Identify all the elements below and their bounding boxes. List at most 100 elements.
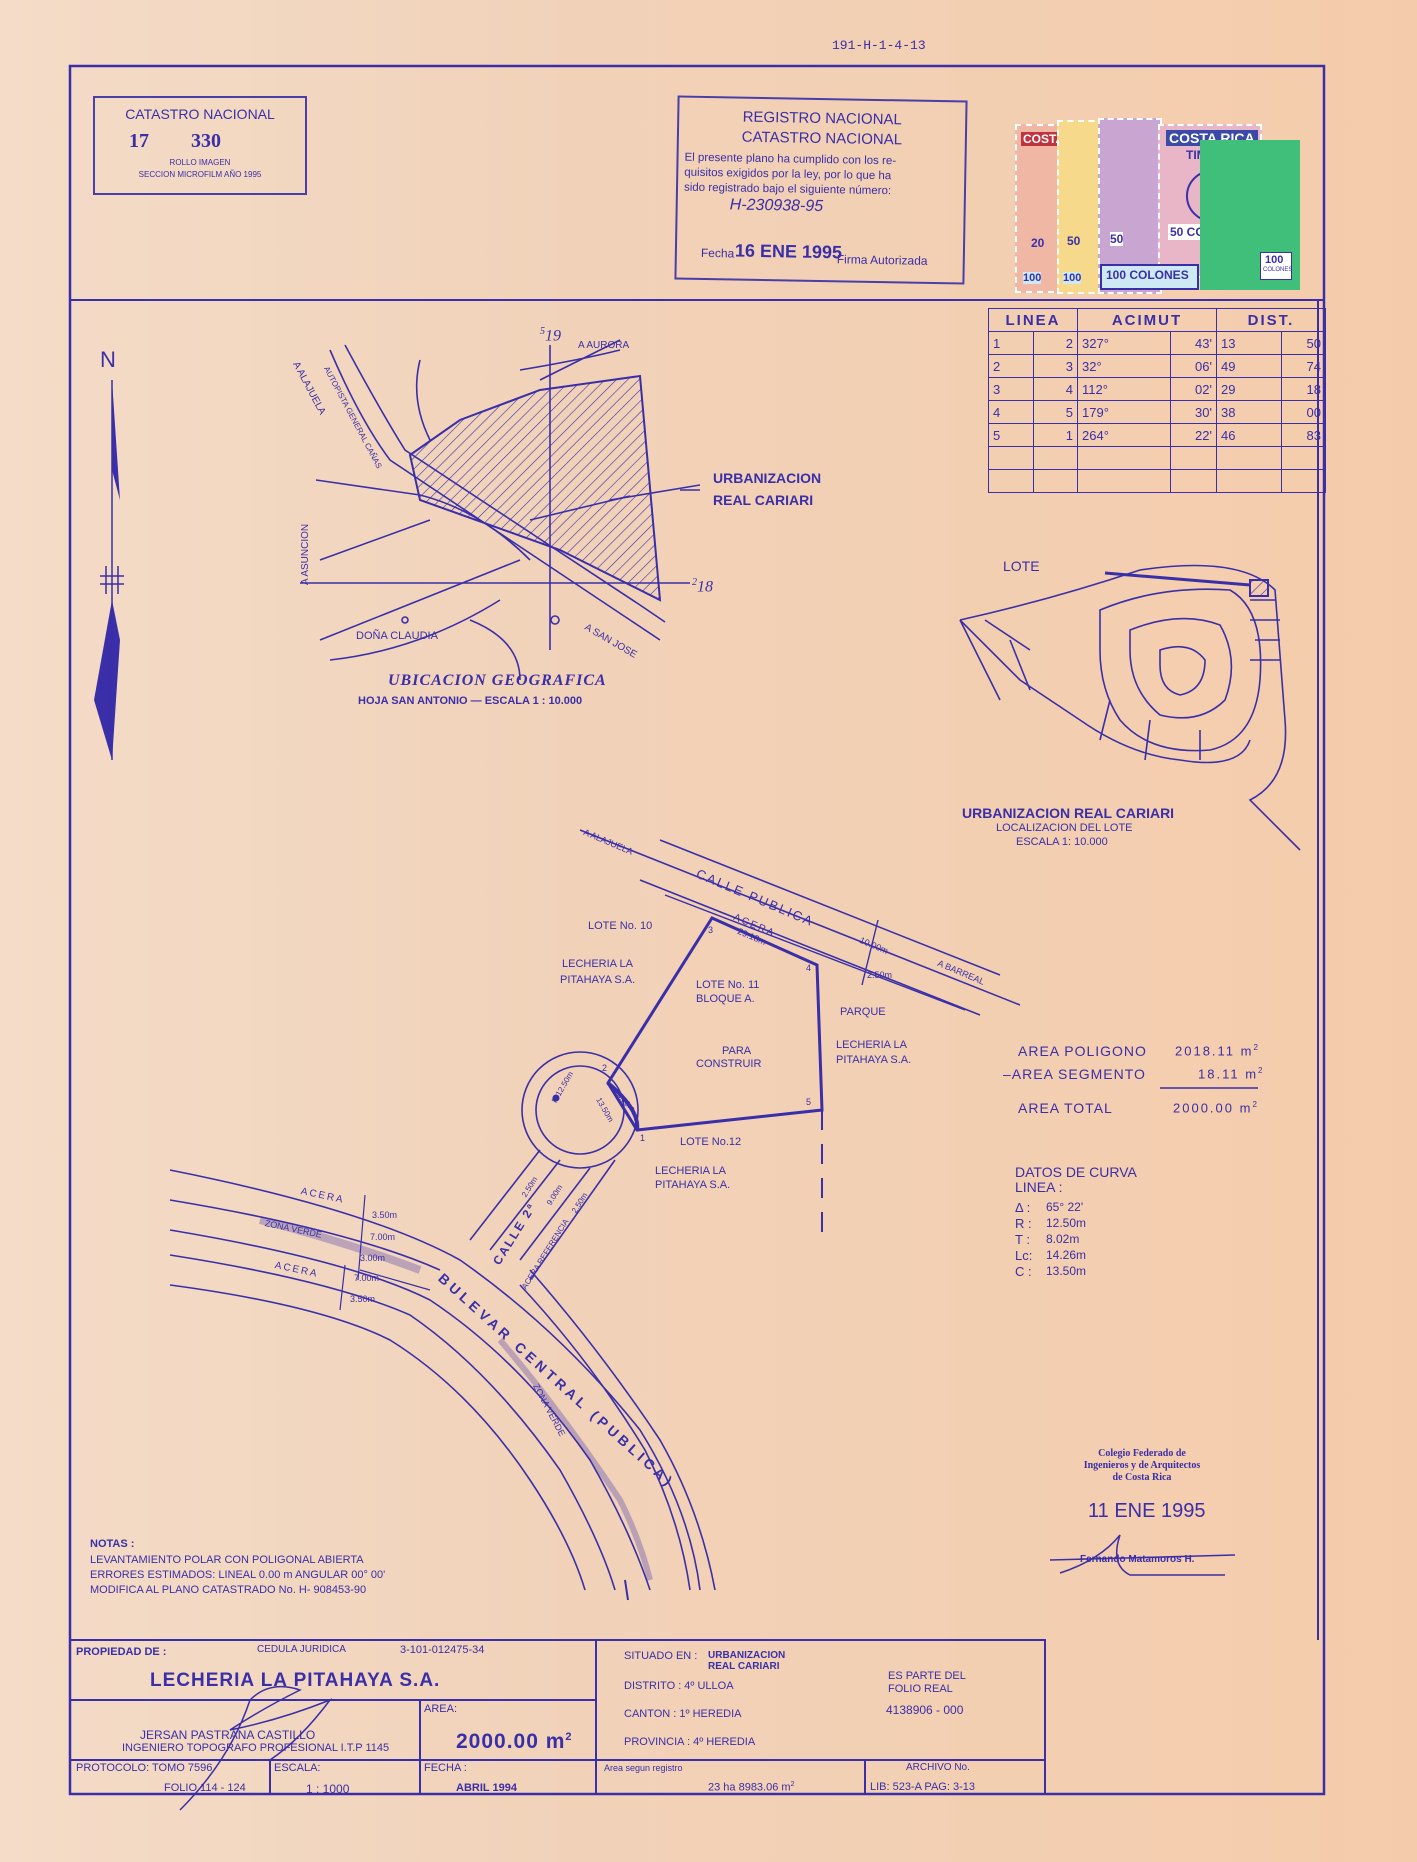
catastro-number-1: 17 (129, 130, 149, 152)
vertex-5: 5 (806, 1097, 812, 1107)
situado-2: REAL CARIARI (708, 1661, 780, 1672)
stamp-value: 50 (1110, 232, 1124, 246)
area-segmento-label: –AREA SEGMENTO (1003, 1066, 1146, 1082)
lote-map-title: URBANIZACION REAL CARIARI (962, 805, 1175, 821)
area-total: 2000.00 m2 (1173, 1100, 1259, 1115)
grid-right: 218 (692, 577, 713, 596)
owner-bottom-2: PITAHAYA S.A. (655, 1179, 731, 1191)
vertex-4: 4 (806, 963, 812, 973)
provincia: PROVINCIA : 4º HEREDIA (624, 1736, 756, 1748)
curve-title-2: LINEA : (1015, 1179, 1063, 1195)
table-cell: 1 (988, 331, 1034, 355)
archivo: LIB: 523-A PAG: 3-13 (870, 1781, 975, 1793)
area-poligono-exp: 2 (1253, 1043, 1260, 1052)
escala-label: ESCALA: (274, 1762, 321, 1774)
table-cell: 13 (1216, 331, 1282, 355)
table-cell: 4 (988, 400, 1034, 424)
curve-key: C : (1015, 1264, 1032, 1279)
stamp-green-unit: COLONES (1263, 267, 1293, 273)
stamp-100-colones: 100 COLONES (1100, 264, 1199, 290)
table-cell: 5 (988, 423, 1034, 447)
table-cell: 327° (1077, 331, 1171, 355)
parcel-polygon (606, 916, 824, 1132)
area-total-label: AREA TOTAL (1018, 1100, 1113, 1116)
colegio-line-2: Ingenieros y de Arquitectos (1083, 1460, 1201, 1471)
table-cell: 2 (1032, 331, 1078, 355)
table-cell: 06' (1170, 354, 1217, 378)
location-map (300, 339, 701, 681)
title-block-frame (69, 1639, 1046, 1795)
stamp-value: 50 (1067, 234, 1081, 248)
table-cell: 83 (1280, 423, 1327, 447)
stamp-value: 20 (1031, 236, 1045, 250)
folio-real-2: FOLIO REAL (888, 1683, 953, 1695)
colegio-line-3: de Costa Rica (1112, 1472, 1172, 1483)
table-cell (1032, 469, 1078, 493)
grid-top-sup: 5 (540, 326, 545, 337)
registro-text-1: El presente plano ha cumplido con los re… (684, 151, 897, 168)
colegio-date: 11 ENE 1995 (1088, 1500, 1206, 1522)
site-plan (169, 829, 1021, 1601)
catastro-sub-1: ROLLO IMAGEN (169, 158, 231, 167)
table-cell (1077, 469, 1171, 493)
table-cell: 179° (1077, 400, 1171, 424)
lote-map (959, 564, 1301, 851)
owner-top-2: PITAHAYA S.A. (560, 974, 636, 986)
cedula-label: CEDULA JURIDICA (257, 1644, 346, 1655)
plan-width-2: 2.50m (867, 970, 893, 980)
registro-sign-label: Firma Autorizada (836, 252, 928, 268)
table-cell (1216, 446, 1282, 470)
table-cell: 112° (1077, 377, 1171, 401)
area-segmento-unit: m (1245, 1066, 1259, 1082)
location-title: UBICACION GEOGRAFICA (388, 672, 607, 689)
table-cell: 18 (1280, 377, 1327, 401)
engineer-title: INGENIERO TOPOGRAFO PROFESIONAL I.T.P 11… (122, 1742, 390, 1754)
owner-top-1: LECHERIA LA (562, 958, 633, 970)
curve-key: R : (1015, 1216, 1032, 1231)
owner-right-2: PITAHAYA S.A. (836, 1054, 912, 1066)
curve-value: 12.50m (1046, 1216, 1087, 1230)
road-aurora: A AURORA (578, 340, 630, 351)
catastro-title: CATASTRO NACIONAL (125, 106, 275, 122)
lote-11-1: LOTE No. 11 (696, 979, 760, 991)
ref-code: 191-H-1-4-13 (832, 38, 926, 53)
table-cell (1280, 469, 1327, 493)
situado-label: SITUADO EN : (624, 1650, 698, 1662)
stamp-value-low: 100 (1063, 272, 1082, 284)
road-dona-claudia: DOÑA CLAUDIA (356, 630, 438, 642)
registro-number: H-230938-95 (729, 196, 824, 216)
notes-line-1: LEVANTAMIENTO POLAR CON POLIGONAL ABIERT… (90, 1554, 364, 1566)
owner-right-1: LECHERIA LA (836, 1039, 907, 1051)
table-cell: 4 (1032, 377, 1078, 401)
area-value: 2000.00 m2 (456, 1730, 573, 1754)
stamp-50-yellow: 50 100 (1057, 120, 1105, 294)
bulevar-dim-2: 7.00m (370, 1232, 396, 1242)
table-cell: 46 (1216, 423, 1282, 447)
table-cell (1032, 446, 1078, 470)
table-cell (988, 446, 1034, 470)
registro-text-3: sido registrado bajo el siguiente número… (683, 181, 892, 198)
north-label: N (100, 347, 116, 372)
curve-key: T : (1015, 1232, 1030, 1247)
table-cell (1170, 446, 1217, 470)
table-cell (988, 469, 1034, 493)
table-cell: 49 (1216, 354, 1282, 378)
notes-title: NOTAS : (90, 1538, 135, 1550)
area-value-text: 2000.00 m (456, 1730, 566, 1753)
registro-text-2: quisitos exigidos por la ley, por lo que… (684, 166, 892, 183)
table-cell: 5 (1032, 400, 1078, 424)
distrito: DISTRITO : 4º ULLOA (624, 1680, 734, 1692)
table-cell: 3 (1032, 354, 1078, 378)
north-arrow (94, 380, 124, 760)
owner-name: LECHERIA LA PITAHAYA S.A. (150, 1670, 441, 1691)
table-cell (1216, 469, 1282, 493)
vertex-1: 1 (640, 1133, 646, 1143)
table-cell (1077, 446, 1171, 470)
owner-bottom-1: LECHERIA LA (655, 1165, 726, 1177)
table-cell: 264° (1077, 423, 1171, 447)
table-cell: 2 (988, 354, 1034, 378)
table-cell: 43' (1170, 331, 1217, 355)
